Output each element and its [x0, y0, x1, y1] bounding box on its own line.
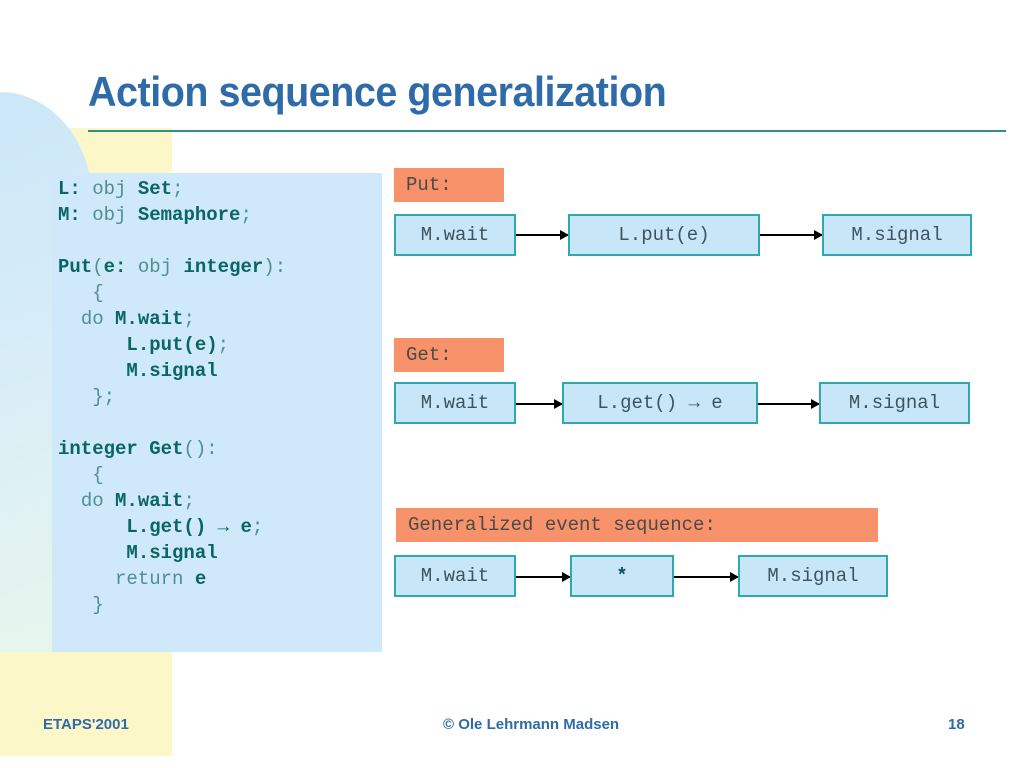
code-token	[126, 178, 137, 200]
code-line	[58, 410, 388, 436]
code-token: M.signal	[126, 542, 218, 564]
code-token	[81, 204, 92, 226]
code-token	[81, 178, 92, 200]
code-token: M.wait	[115, 490, 184, 512]
code-token	[104, 490, 115, 512]
code-token: Put	[58, 256, 93, 278]
code-token: ;	[183, 308, 195, 330]
code-token	[126, 204, 137, 226]
page-title: Action sequence generalization	[88, 68, 667, 115]
code-line: {	[58, 280, 388, 306]
code-line: L.get() → e;	[58, 514, 388, 540]
code-line: M.signal	[58, 358, 388, 384]
code-token: }	[58, 594, 104, 616]
code-token: Set	[137, 178, 173, 200]
code-token: integer	[58, 438, 138, 460]
code-token: M:	[58, 204, 81, 226]
code-token: ):	[263, 256, 287, 278]
title-divider	[88, 130, 1006, 132]
node-get-lget[interactable]: L.get() → e	[562, 382, 758, 424]
code-token: ;	[183, 490, 195, 512]
code-line: M: obj Semaphore;	[58, 202, 388, 228]
code-token	[58, 490, 81, 512]
code-token: Get	[149, 438, 184, 460]
code-token: integer	[183, 256, 264, 278]
code-token	[172, 256, 183, 278]
code-line	[58, 228, 388, 254]
node-put-lput[interactable]: L.put(e)	[568, 214, 760, 256]
code-token	[58, 360, 126, 382]
arrow-gen-2	[674, 572, 739, 582]
code-token	[126, 256, 137, 278]
code-line: }	[58, 592, 388, 618]
code-token	[104, 308, 115, 330]
code-token: ():	[183, 438, 218, 460]
code-token	[58, 568, 115, 590]
code-line: Put(e: obj integer):	[58, 254, 388, 280]
tag-get: Get:	[394, 338, 504, 372]
code-token: L:	[58, 178, 81, 200]
code-token: };	[58, 386, 116, 408]
footer-copyright: © Ole Lehrmann Madsen	[443, 716, 620, 733]
code-listing: L: obj Set;M: obj Semaphore; Put(e: obj …	[58, 176, 388, 618]
code-token: M.wait	[115, 308, 184, 330]
code-line: do M.wait;	[58, 488, 388, 514]
node-get-mwait[interactable]: M.wait	[394, 382, 516, 424]
code-token	[58, 334, 126, 356]
code-line: integer Get():	[58, 436, 388, 462]
arrow-get-2	[758, 399, 820, 409]
code-line: {	[58, 462, 388, 488]
code-token: do	[80, 308, 104, 330]
arrow-gen-1	[516, 572, 571, 582]
code-token: obj	[92, 178, 127, 200]
code-token	[58, 542, 126, 564]
code-panel-background	[52, 173, 382, 652]
code-token: ;	[251, 516, 264, 538]
code-token: L.put(e)	[126, 334, 218, 356]
footer-conference: ETAPS'2001	[43, 716, 129, 733]
arrow-put-2	[760, 230, 823, 240]
node-put-msignal[interactable]: M.signal	[822, 214, 972, 256]
code-token: ;	[217, 334, 230, 356]
code-token: M.signal	[126, 360, 218, 382]
code-line: do M.wait;	[58, 306, 388, 332]
arrow-get-1	[516, 399, 563, 409]
code-line: L: obj Set;	[58, 176, 388, 202]
code-token	[58, 308, 81, 330]
footer-slide-number: 18	[948, 716, 965, 733]
node-gen-mwait[interactable]: M.wait	[394, 555, 516, 597]
code-token: →	[206, 516, 241, 538]
tag-put: Put:	[394, 168, 504, 202]
code-line: M.signal	[58, 540, 388, 566]
code-token: Semaphore	[137, 204, 241, 226]
node-get-msignal[interactable]: M.signal	[819, 382, 970, 424]
code-token	[183, 568, 194, 590]
code-token: e	[240, 516, 252, 538]
tag-generalized: Generalized event sequence:	[396, 508, 878, 542]
code-token: e:	[103, 256, 127, 278]
node-put-mwait[interactable]: M.wait	[394, 214, 516, 256]
code-line: L.put(e);	[58, 332, 388, 358]
code-token: obj	[92, 204, 127, 226]
code-token	[58, 516, 126, 538]
code-token: {	[58, 282, 104, 304]
code-token	[138, 438, 149, 460]
code-token: e	[194, 568, 207, 590]
node-gen-msignal[interactable]: M.signal	[738, 555, 888, 597]
code-token: do	[80, 490, 104, 512]
code-token: L.get()	[126, 516, 207, 538]
code-token: obj	[137, 256, 173, 278]
code-token: ;	[240, 204, 252, 226]
code-token: return	[115, 568, 184, 590]
code-line: };	[58, 384, 388, 410]
node-gen-star[interactable]: *	[570, 555, 674, 597]
code-token: ;	[172, 178, 184, 200]
code-token: {	[58, 464, 104, 486]
code-line: return e	[58, 566, 388, 592]
code-token: (	[92, 256, 104, 278]
arrow-put-1	[516, 230, 569, 240]
